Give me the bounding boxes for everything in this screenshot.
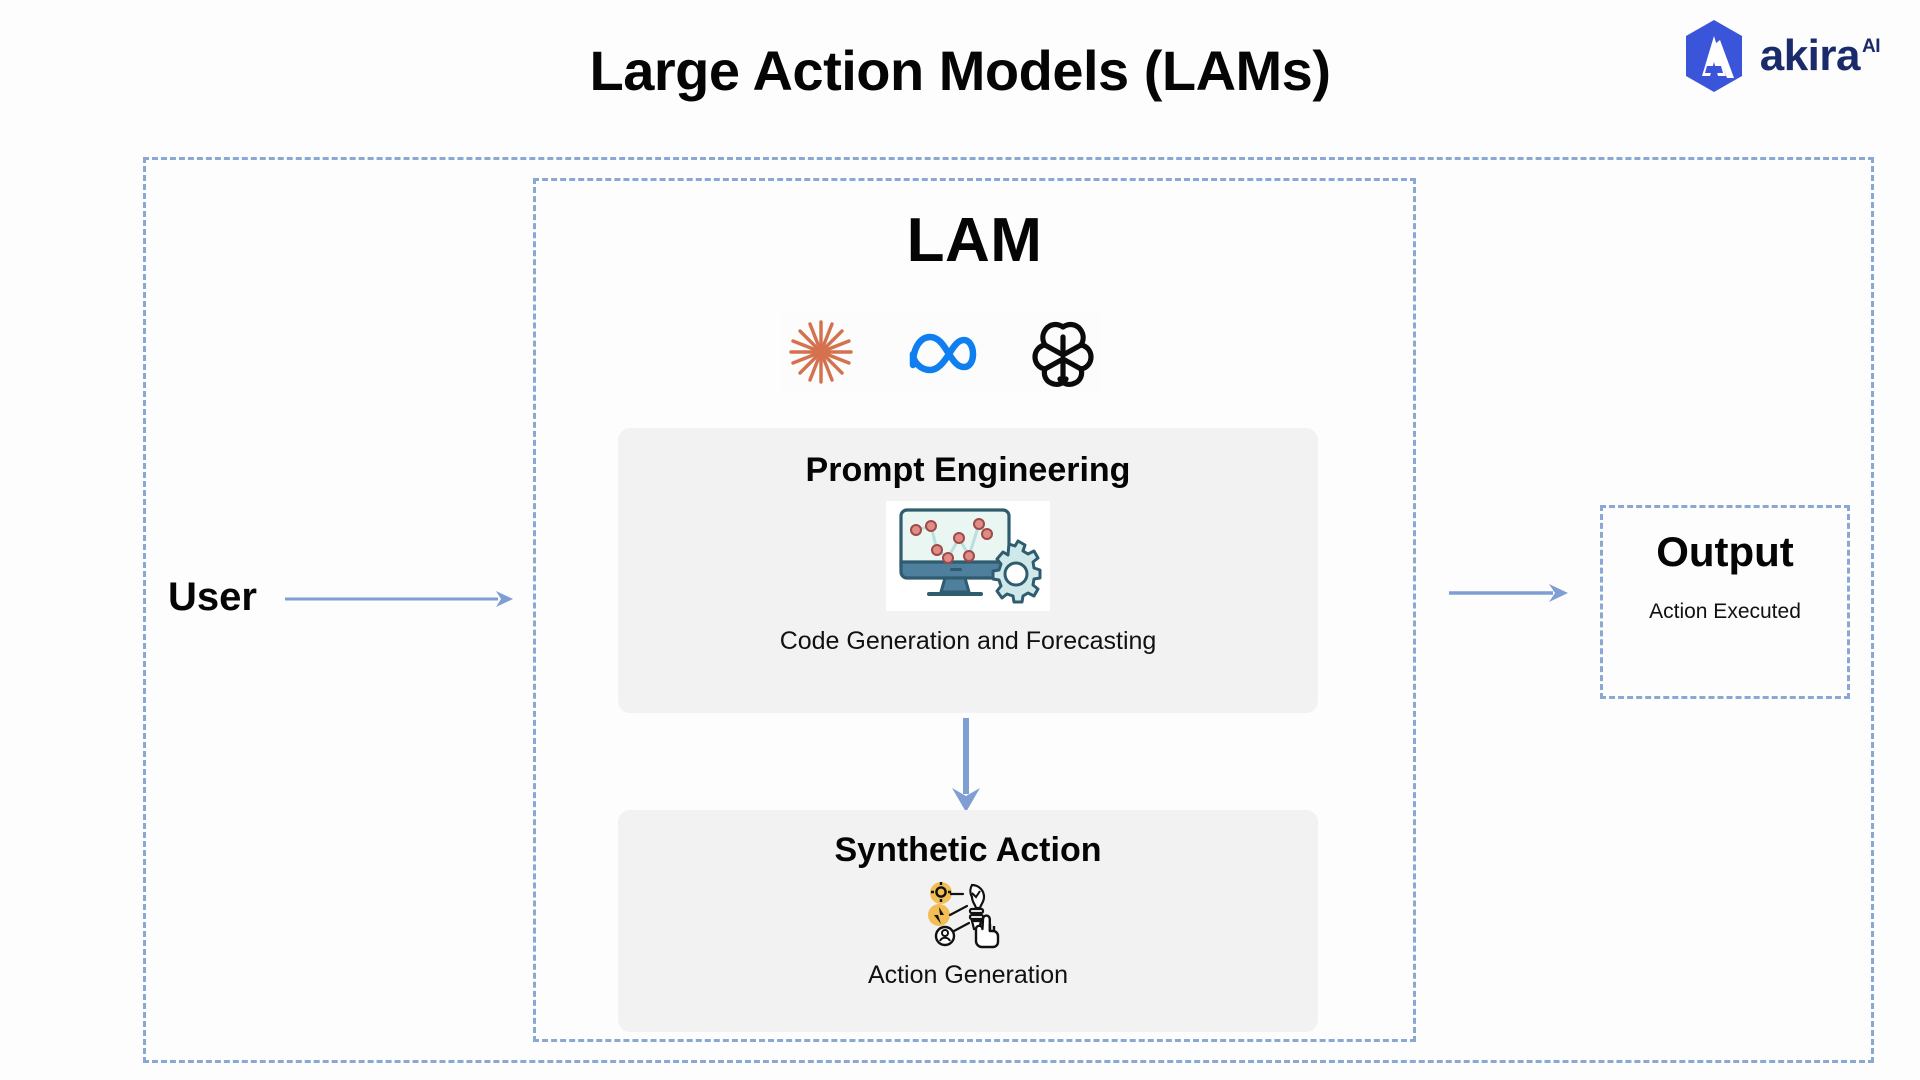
lam-boundary — [533, 178, 1416, 1042]
brand-name: akira — [1759, 31, 1861, 80]
brand-logo: akira AI — [1680, 18, 1881, 94]
brand-name-wrap: akira AI — [1759, 31, 1881, 80]
arrow-right-icon-lam-to-output — [1449, 584, 1568, 602]
arrow-down-icon-prompt-to-synthetic — [952, 718, 980, 812]
output-boundary: Output Action Executed — [1600, 505, 1850, 699]
model-logos-row — [782, 312, 1102, 392]
monitor-chart-gear-icon-tile — [886, 501, 1050, 612]
openai-logo-icon — [1032, 321, 1094, 387]
output-title: Output — [1656, 528, 1794, 575]
card-subtitle: Code Generation and Forecasting — [779, 627, 1157, 656]
output-subtitle: Action Executed — [1649, 600, 1801, 624]
arrow-right-icon-user-to-lam — [285, 591, 513, 607]
brand-superscript: AI — [1862, 36, 1881, 57]
outer-system-boundary — [143, 157, 1874, 1063]
lam-heading: LAM — [906, 206, 1043, 275]
page-title: Large Action Models (LAMs) — [589, 39, 1331, 102]
card-synthetic-action[interactable]: Synthetic Action — [618, 810, 1318, 1032]
meta-logo-icon — [909, 333, 977, 374]
card-prompt-engineering[interactable]: Prompt Engineering — [618, 428, 1318, 713]
lightbulb-hand-action-icon — [928, 882, 1000, 949]
anthropic-logo-icon — [789, 320, 853, 384]
card-title: Synthetic Action — [834, 831, 1102, 869]
monitor-chart-gear-icon — [899, 508, 1042, 604]
lightbulb-hand-action-icon-tile — [923, 877, 1013, 951]
card-subtitle: Action Generation — [867, 961, 1069, 990]
akira-hexagon-logo-icon — [1685, 20, 1742, 92]
card-title: Prompt Engineering — [805, 451, 1131, 489]
user-label: User — [168, 575, 257, 619]
